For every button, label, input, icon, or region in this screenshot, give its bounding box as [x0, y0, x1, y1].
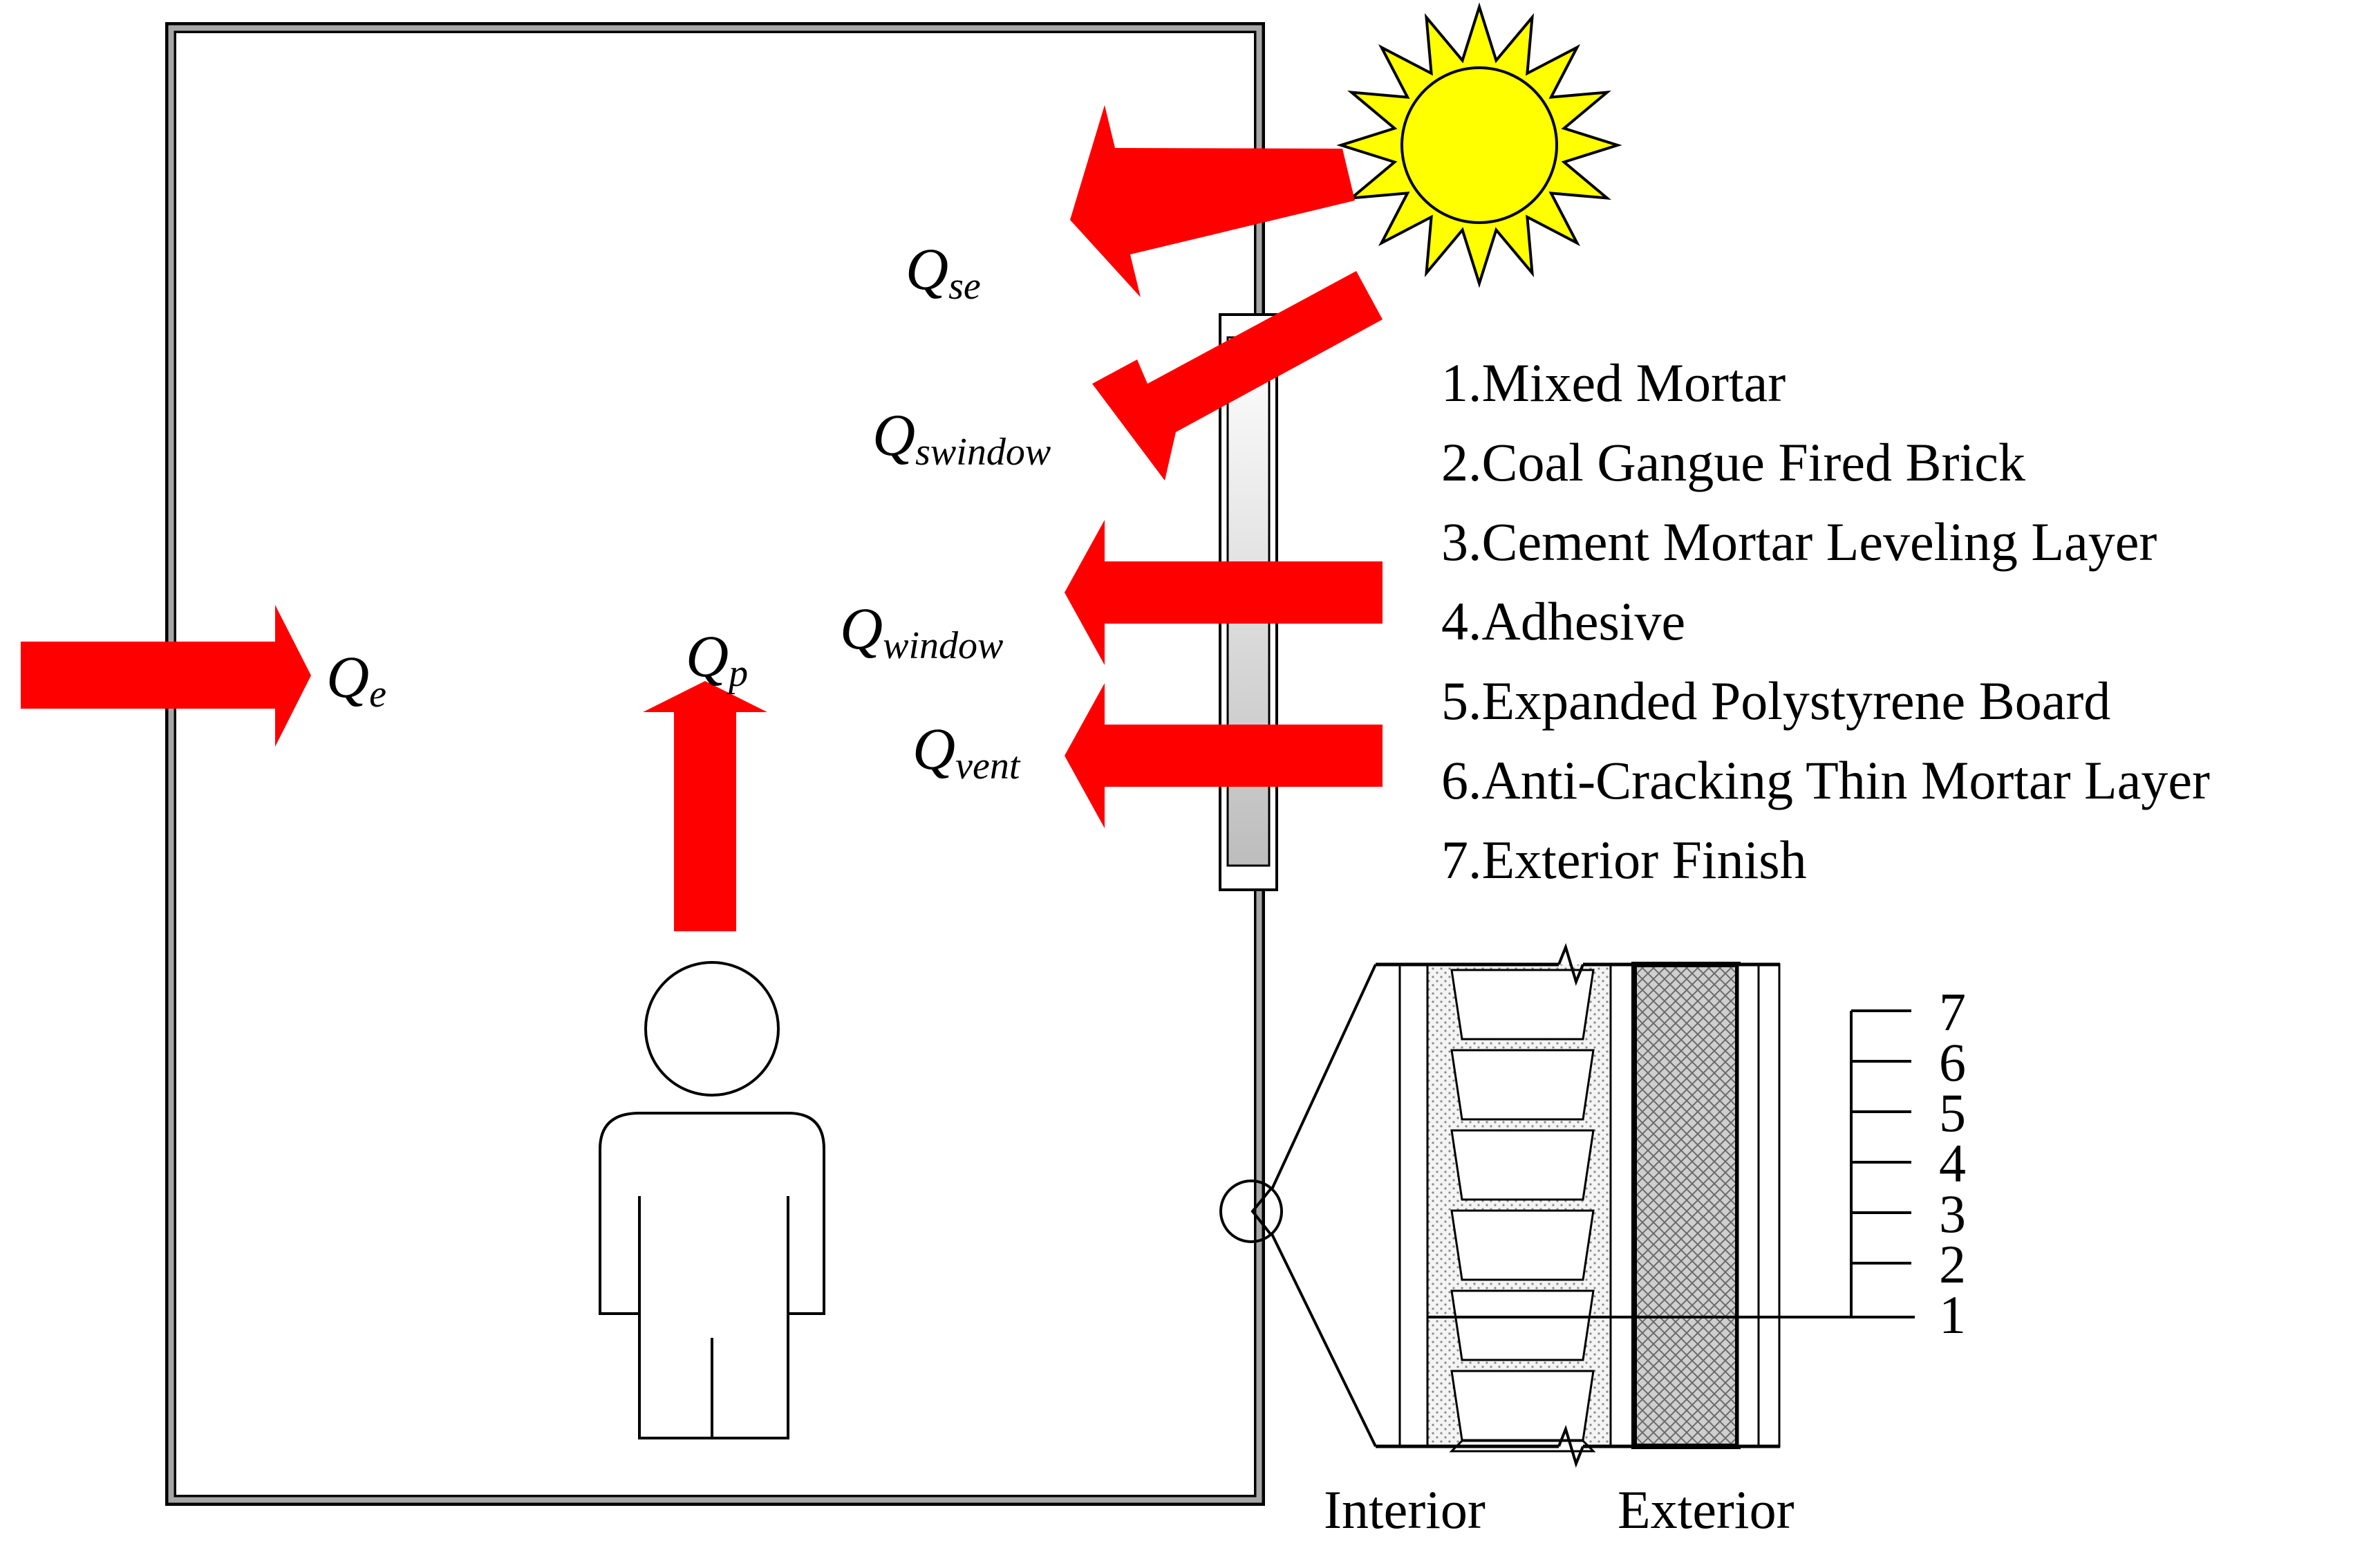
- layer-number: 3: [1939, 1184, 1966, 1244]
- detail-magnifier: [1219, 964, 1377, 1447]
- exterior-label: Exterior: [1618, 1480, 1795, 1540]
- legend-item: 7.Exterior Finish: [1441, 830, 1807, 890]
- brick: [1450, 969, 1595, 1041]
- person-icon: [599, 961, 825, 1439]
- brick: [1450, 1209, 1595, 1281]
- layer-number: 7: [1939, 982, 1966, 1042]
- label-q-e: Qe: [326, 644, 386, 716]
- layer-number: 4: [1939, 1133, 1966, 1193]
- arrow-person: [643, 681, 767, 931]
- layer-number: 1: [1939, 1285, 1966, 1345]
- arrow-ventilation: [1065, 683, 1383, 828]
- layer-number: 2: [1939, 1234, 1966, 1294]
- layer-number: 6: [1939, 1032, 1966, 1092]
- legend-item: 1.Mixed Mortar: [1441, 353, 1786, 413]
- arrow-window: [1065, 520, 1383, 665]
- legend-item: 6.Anti-Cracking Thin Mortar Layer: [1441, 750, 2210, 810]
- arrow-solar-window: [1092, 271, 1383, 481]
- layer-number-leaders: [1850, 1009, 1911, 1317]
- arrow-solar-envelope: [1070, 105, 1355, 297]
- layer-legend: 1.Mixed Mortar 2.Coal Gangue Fired Brick…: [1441, 353, 2210, 890]
- interior-label: Interior: [1324, 1480, 1486, 1540]
- layer-numbers: 7 6 5 4 3 2 1: [1939, 982, 1966, 1345]
- brick: [1450, 1129, 1595, 1201]
- label-q-p: Qp: [686, 623, 748, 695]
- label-q-vent: Qvent: [912, 716, 1021, 787]
- sun-icon: [1336, 2, 1622, 288]
- brick: [1450, 1370, 1595, 1442]
- arrow-envelope: [21, 605, 311, 747]
- brick: [1450, 1289, 1595, 1361]
- legend-item: 2.Coal Gangue Fired Brick: [1441, 432, 2025, 492]
- wall-section-detail: [1376, 942, 1915, 1468]
- legend-item: 5.Expanded Polystyrene Board: [1441, 671, 2110, 731]
- legend-item: 4.Adhesive: [1441, 591, 1685, 651]
- brick: [1450, 1049, 1595, 1121]
- label-q-swindow: Qswindow: [872, 402, 1051, 474]
- label-q-window: Qwindow: [840, 595, 1003, 667]
- legend-item: 3.Cement Mortar Leveling Layer: [1441, 512, 2157, 572]
- layer-number: 5: [1939, 1083, 1966, 1143]
- label-q-se: Qse: [906, 236, 981, 308]
